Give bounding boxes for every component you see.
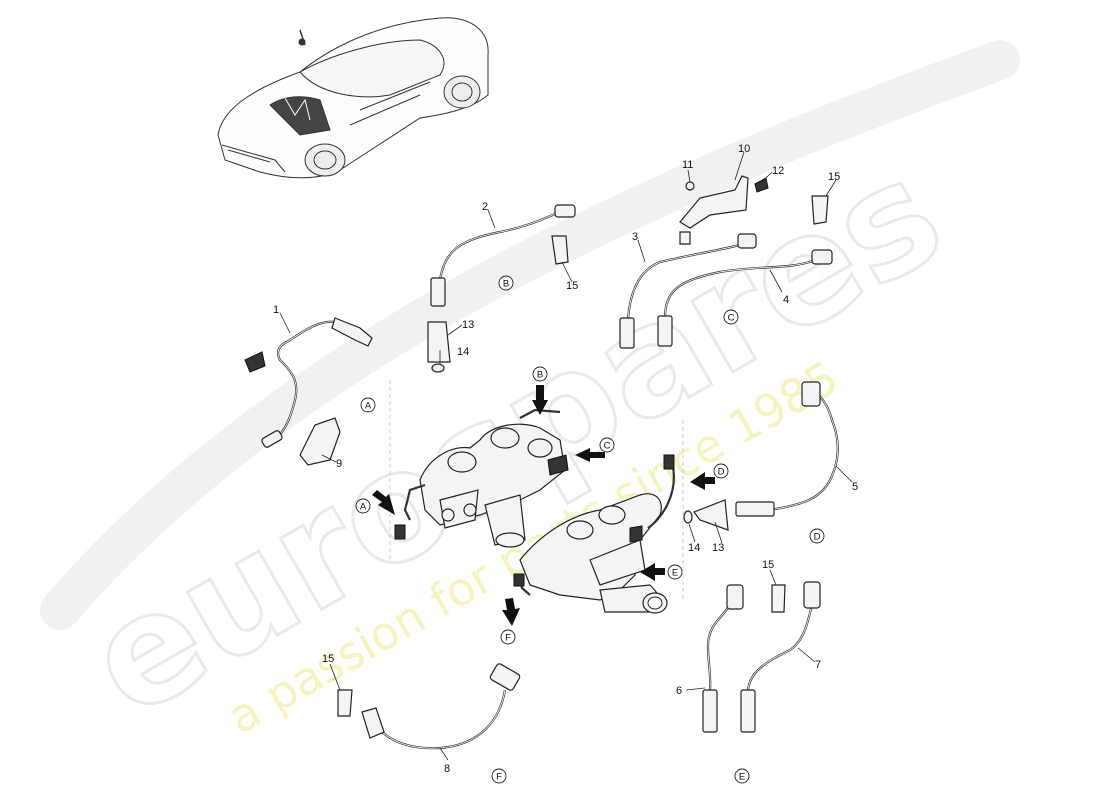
svg-text:E: E bbox=[739, 772, 745, 783]
oxygen-sensor-3[interactable] bbox=[619, 233, 757, 349]
mounted-sensor-lead bbox=[647, 461, 675, 529]
arrow-b bbox=[532, 385, 548, 415]
callout-3: 3 bbox=[632, 231, 638, 243]
reference-marker-f: F bbox=[491, 768, 507, 784]
svg-text:E: E bbox=[672, 568, 678, 579]
callout-1: 1 bbox=[273, 304, 279, 316]
callout-6: 6 bbox=[676, 685, 682, 697]
oxygen-sensor-8[interactable] bbox=[361, 663, 521, 750]
reference-marker-b: B bbox=[498, 275, 514, 291]
svg-text:D: D bbox=[814, 532, 821, 543]
arrow-e bbox=[640, 563, 665, 581]
reference-marker-d: D bbox=[809, 528, 825, 544]
bracket-9[interactable] bbox=[299, 417, 341, 466]
reference-marker-e: E bbox=[667, 564, 683, 580]
watermark-swoosh bbox=[40, 40, 1020, 630]
callout-15: 15 bbox=[566, 280, 578, 292]
svg-text:B: B bbox=[537, 370, 543, 381]
callout-9: 9 bbox=[336, 458, 342, 470]
callout-4: 4 bbox=[783, 294, 789, 306]
arrow-d bbox=[690, 472, 715, 490]
reference-marker-c: C bbox=[599, 437, 615, 453]
callout-11: 11 bbox=[682, 159, 693, 171]
arrow-a bbox=[372, 490, 395, 515]
reference-marker-a: A bbox=[355, 498, 371, 514]
protective-sleeve-13[interactable] bbox=[427, 321, 451, 363]
reference-marker-b: B bbox=[532, 366, 548, 382]
oxygen-sensor-5[interactable] bbox=[735, 381, 839, 517]
oxygen-sensor-6[interactable] bbox=[702, 584, 744, 733]
callout-14: 14 bbox=[688, 542, 700, 554]
oxygen-sensor-4[interactable] bbox=[657, 249, 833, 347]
svg-text:C: C bbox=[728, 313, 735, 324]
svg-text:F: F bbox=[496, 772, 502, 783]
callout-10: 10 bbox=[738, 143, 750, 155]
seal-washer-14[interactable] bbox=[431, 363, 445, 373]
clip-15[interactable] bbox=[811, 195, 829, 225]
mounted-sensor-lead bbox=[519, 408, 561, 419]
arrow-c bbox=[575, 448, 605, 462]
oxygen-sensor-2[interactable] bbox=[430, 204, 576, 307]
car-overview-illustration bbox=[217, 17, 489, 179]
callout-7: 7 bbox=[815, 659, 821, 671]
mounting-bracket-10[interactable] bbox=[679, 175, 769, 245]
callout-15: 15 bbox=[762, 559, 774, 571]
mounted-sensor-lead bbox=[403, 483, 426, 521]
callout-5: 5 bbox=[852, 481, 858, 493]
clip-15[interactable] bbox=[551, 235, 569, 265]
callout-8: 8 bbox=[444, 763, 450, 775]
mounted-sensor-connector bbox=[394, 524, 406, 540]
callout-15: 15 bbox=[828, 171, 840, 183]
watermark: eurospares a passion for parts since 198… bbox=[40, 40, 1020, 753]
leader-lines bbox=[279, 151, 853, 761]
clip-15[interactable] bbox=[337, 689, 353, 717]
callout-13: 13 bbox=[712, 542, 724, 554]
svg-text:F: F bbox=[505, 633, 511, 644]
clip-15[interactable] bbox=[771, 584, 786, 613]
callout-15: 15 bbox=[322, 653, 334, 665]
callout-12: 12 bbox=[772, 165, 784, 177]
svg-text:A: A bbox=[365, 401, 372, 412]
reference-marker-f: F bbox=[500, 629, 516, 645]
reference-marker-c: C bbox=[723, 309, 739, 325]
svg-text:C: C bbox=[604, 441, 611, 452]
reference-marker-d: D bbox=[713, 463, 729, 479]
oxygen-sensor-1[interactable] bbox=[244, 317, 373, 448]
mounted-sensor-connector bbox=[663, 454, 675, 470]
seal-washer-14[interactable] bbox=[683, 510, 693, 524]
svg-text:B: B bbox=[503, 279, 509, 290]
callout-2: 2 bbox=[482, 201, 488, 213]
exhaust-manifold-bank-2[interactable] bbox=[519, 493, 668, 614]
callout-14: 14 bbox=[457, 346, 469, 358]
arrow-f bbox=[502, 598, 520, 626]
exhaust-manifold-bank-1[interactable] bbox=[419, 423, 569, 548]
protective-sleeve-13[interactable] bbox=[693, 499, 729, 531]
svg-text:A: A bbox=[360, 502, 367, 513]
mounted-sensor-connector bbox=[513, 573, 525, 587]
reference-marker-a: A bbox=[360, 397, 376, 413]
reference-marker-e: E bbox=[734, 768, 750, 784]
svg-text:D: D bbox=[718, 467, 725, 478]
oxygen-sensor-7[interactable] bbox=[740, 581, 821, 733]
callout-13: 13 bbox=[462, 319, 474, 331]
